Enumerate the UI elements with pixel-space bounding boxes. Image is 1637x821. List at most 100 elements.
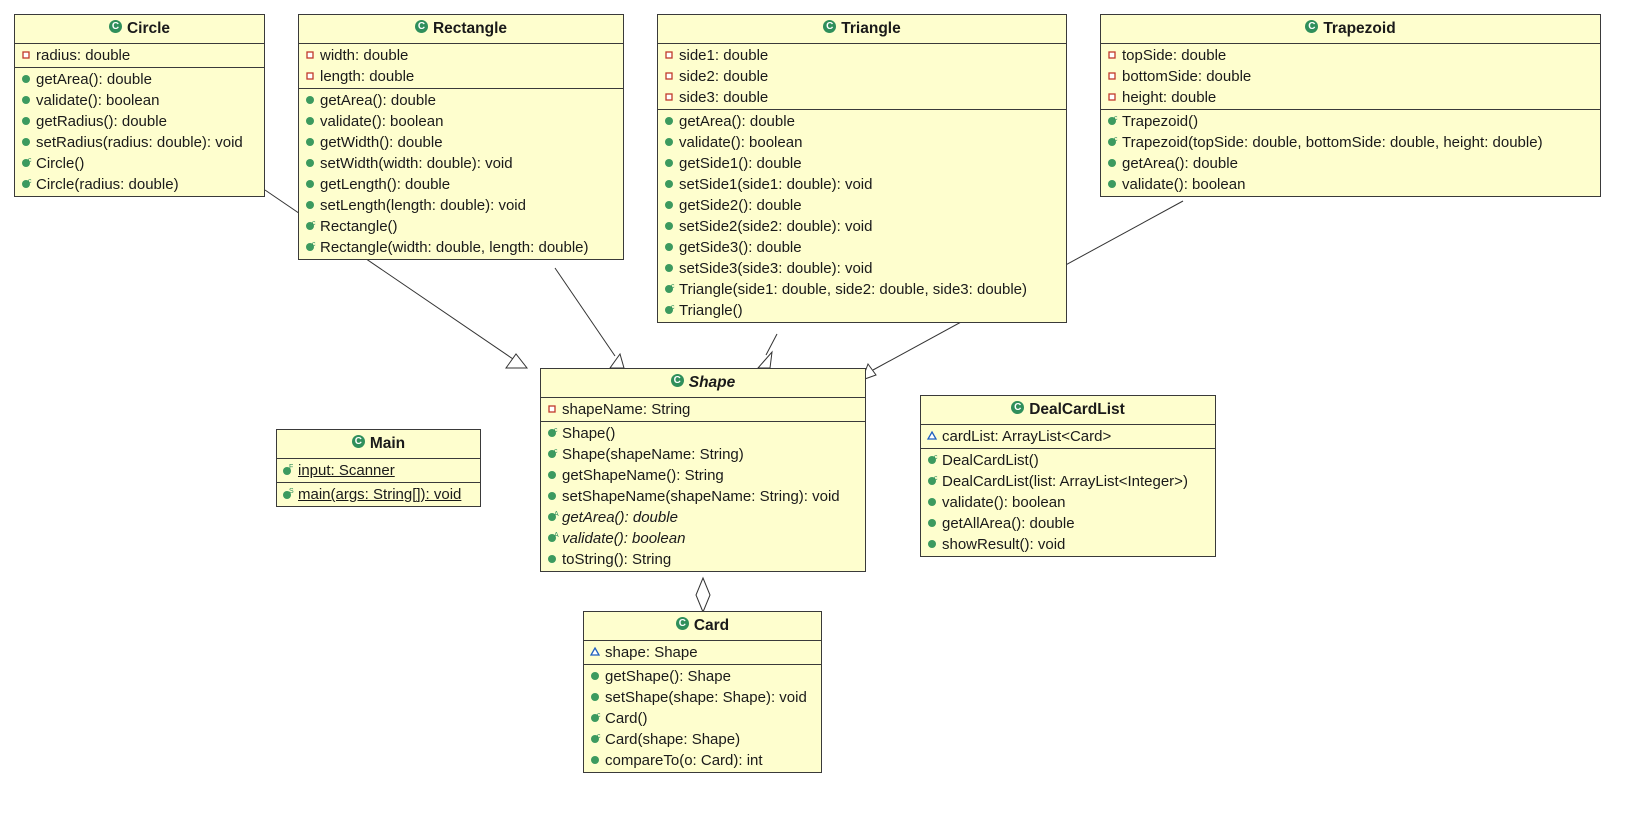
public-method-icon	[591, 672, 599, 681]
operation-row[interactable]: getArea(): double	[299, 90, 623, 111]
class-name: Card	[693, 617, 730, 634]
attribute-row[interactable]: shape: Shape	[584, 642, 821, 663]
operation-row[interactable]: getArea(): double	[658, 111, 1066, 132]
attribute-row[interactable]: side1: double	[658, 45, 1066, 66]
operation-text: validate(): boolean	[562, 530, 686, 547]
operation-row[interactable]: setRadius(radius: double): void	[15, 132, 264, 153]
attribute-row[interactable]: bottomSide: double	[1101, 66, 1600, 87]
private-field-icon	[1108, 93, 1116, 101]
attribute-row[interactable]: length: double	[299, 66, 623, 87]
attribute-row[interactable]: side3: double	[658, 87, 1066, 108]
constructor-icon: c	[1108, 136, 1118, 147]
operation-row[interactable]: getShapeName(): String	[541, 465, 865, 486]
operation-row[interactable]: getLength(): double	[299, 174, 623, 195]
constructor-icon: c	[591, 733, 601, 744]
svg-text:S: S	[289, 488, 294, 495]
operation-row[interactable]: showResult(): void	[921, 534, 1215, 555]
operation-text: getShape(): Shape	[605, 668, 731, 685]
attribute-row[interactable]: topSide: double	[1101, 45, 1600, 66]
attribute-row[interactable]: side2: double	[658, 66, 1066, 87]
private-field-icon	[548, 405, 556, 413]
operation-row[interactable]: validate(): boolean	[15, 90, 264, 111]
operation-row[interactable]: getArea(): double	[1101, 153, 1600, 174]
operation-text: setLength(length: double): void	[320, 197, 526, 214]
operation-row[interactable]: setSide2(side2: double): void	[658, 216, 1066, 237]
operation-text: main(args: String[]): void	[298, 486, 462, 503]
class-icon: C	[675, 617, 689, 631]
public-method-icon	[306, 180, 314, 189]
public-method-icon	[665, 117, 673, 126]
operation-text: setWidth(width: double): void	[320, 155, 513, 172]
operation-row[interactable]: setShapeName(shapeName: String): void	[541, 486, 865, 507]
svg-text:c: c	[554, 427, 558, 434]
abstract-class-icon: C	[670, 374, 684, 388]
class-name: DealCardList	[1029, 401, 1125, 418]
attribute-compartment: shapeName: String	[541, 398, 865, 422]
operation-row[interactable]: setLength(length: double): void	[299, 195, 623, 216]
operation-row[interactable]: getSide1(): double	[658, 153, 1066, 174]
attribute-text: side2: double	[679, 68, 769, 85]
operation-row[interactable]: validate(): boolean	[921, 492, 1215, 513]
generalization-triangle-shape	[756, 333, 778, 369]
operation-text: getRadius(): double	[36, 113, 167, 130]
operation-text: Rectangle(width: double, length: double)	[320, 239, 589, 256]
attribute-row[interactable]: height: double	[1101, 87, 1600, 108]
operation-row[interactable]: validate(): boolean	[658, 132, 1066, 153]
attribute-row[interactable]: cardList: ArrayList<Card>	[921, 426, 1215, 447]
operation-text: getArea(): double	[320, 92, 436, 109]
operation-row[interactable]: setSide1(side1: double): void	[658, 174, 1066, 195]
class-box-card[interactable]: C Card shape: Shape getShape(): Shape setSha…	[583, 611, 822, 773]
public-method-icon	[22, 75, 30, 84]
public-method-icon	[306, 117, 314, 126]
operation-row[interactable]: compareTo(o: Card): int	[584, 750, 821, 771]
operation-row[interactable]: setShape(shape: Shape): void	[584, 687, 821, 708]
operation-row[interactable]: setWidth(width: double): void	[299, 153, 623, 174]
operation-row[interactable]: getAllArea(): double	[921, 513, 1215, 534]
public-method-icon	[306, 96, 314, 105]
svg-text:A: A	[554, 532, 559, 539]
operation-text: DealCardList()	[942, 452, 1039, 469]
attribute-row[interactable]: width: double	[299, 45, 623, 66]
operation-row[interactable]: getShape(): Shape	[584, 666, 821, 687]
operation-row[interactable]: toString(): String	[541, 549, 865, 570]
operation-row[interactable]: getRadius(): double	[15, 111, 264, 132]
operation-row[interactable]: getArea(): double	[15, 69, 264, 90]
operation-row[interactable]: getSide2(): double	[658, 195, 1066, 216]
operation-compartment: getShape(): Shape setShape(shape: Shape):…	[584, 665, 821, 772]
attribute-row[interactable]: shapeName: String	[541, 399, 865, 420]
attribute-row[interactable]: radius: double	[15, 45, 264, 66]
operation-row[interactable]: setSide3(side3: double): void	[658, 258, 1066, 279]
operation-row[interactable]: getSide3(): double	[658, 237, 1066, 258]
operation-row[interactable]: getWidth(): double	[299, 132, 623, 153]
operation-row[interactable]: validate(): boolean	[1101, 174, 1600, 195]
operation-row[interactable]: validate(): boolean	[299, 111, 623, 132]
